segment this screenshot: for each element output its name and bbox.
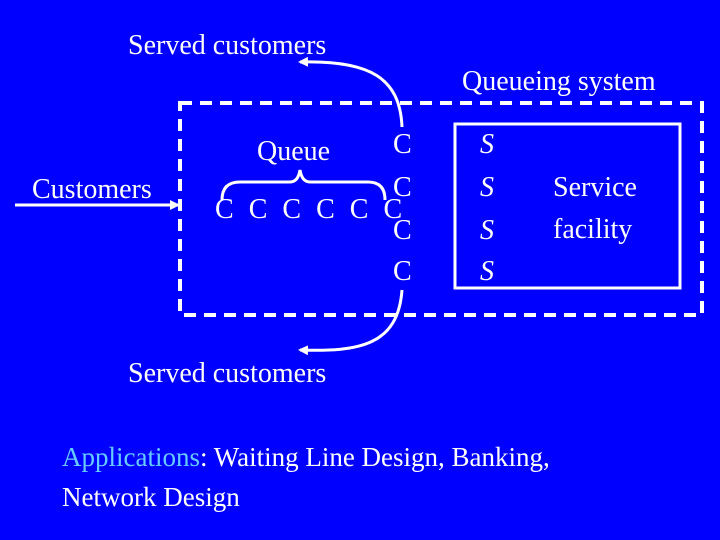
queue-customer: C — [248, 194, 272, 225]
queue-line: C C C C C C — [215, 196, 406, 224]
customers-label: Customers — [32, 174, 152, 205]
queue-customer: C — [215, 194, 238, 225]
queue-customer: C — [349, 194, 373, 225]
queue-brace — [220, 169, 387, 201]
applications-colon: : — [199, 442, 208, 472]
applications-line2: Network Design — [62, 482, 240, 512]
queueing-system-label: Queueing system — [462, 66, 656, 97]
service-facility-box — [453, 122, 682, 290]
server: S — [480, 215, 494, 246]
served-customers-top-label: Served customers — [128, 30, 327, 61]
queue-customer: C — [316, 194, 339, 225]
served-customers-bottom-label: Served customers — [128, 358, 327, 389]
service-label: Service — [553, 172, 637, 203]
applications-label: Applications — [62, 442, 200, 472]
service-customer: C — [393, 129, 412, 160]
facility-label: facility — [553, 214, 633, 245]
service-customer: C — [393, 215, 412, 246]
queue-label: Queue — [257, 136, 331, 167]
queueing-system-box — [178, 101, 704, 317]
server: S — [480, 256, 494, 287]
service-customer: C — [393, 256, 412, 287]
server: S — [480, 129, 494, 160]
applications-line1: Waiting Line Design, Banking, — [207, 442, 550, 472]
queue-customer: C — [282, 194, 306, 225]
queue-customer: C — [383, 194, 407, 225]
departure-arrow-top — [298, 56, 404, 128]
service-customer: C — [393, 172, 412, 203]
departure-arrow-bottom — [298, 289, 404, 356]
applications-text: Applications: Waiting Line Design, Banki… — [62, 437, 702, 517]
server: S — [480, 172, 494, 203]
